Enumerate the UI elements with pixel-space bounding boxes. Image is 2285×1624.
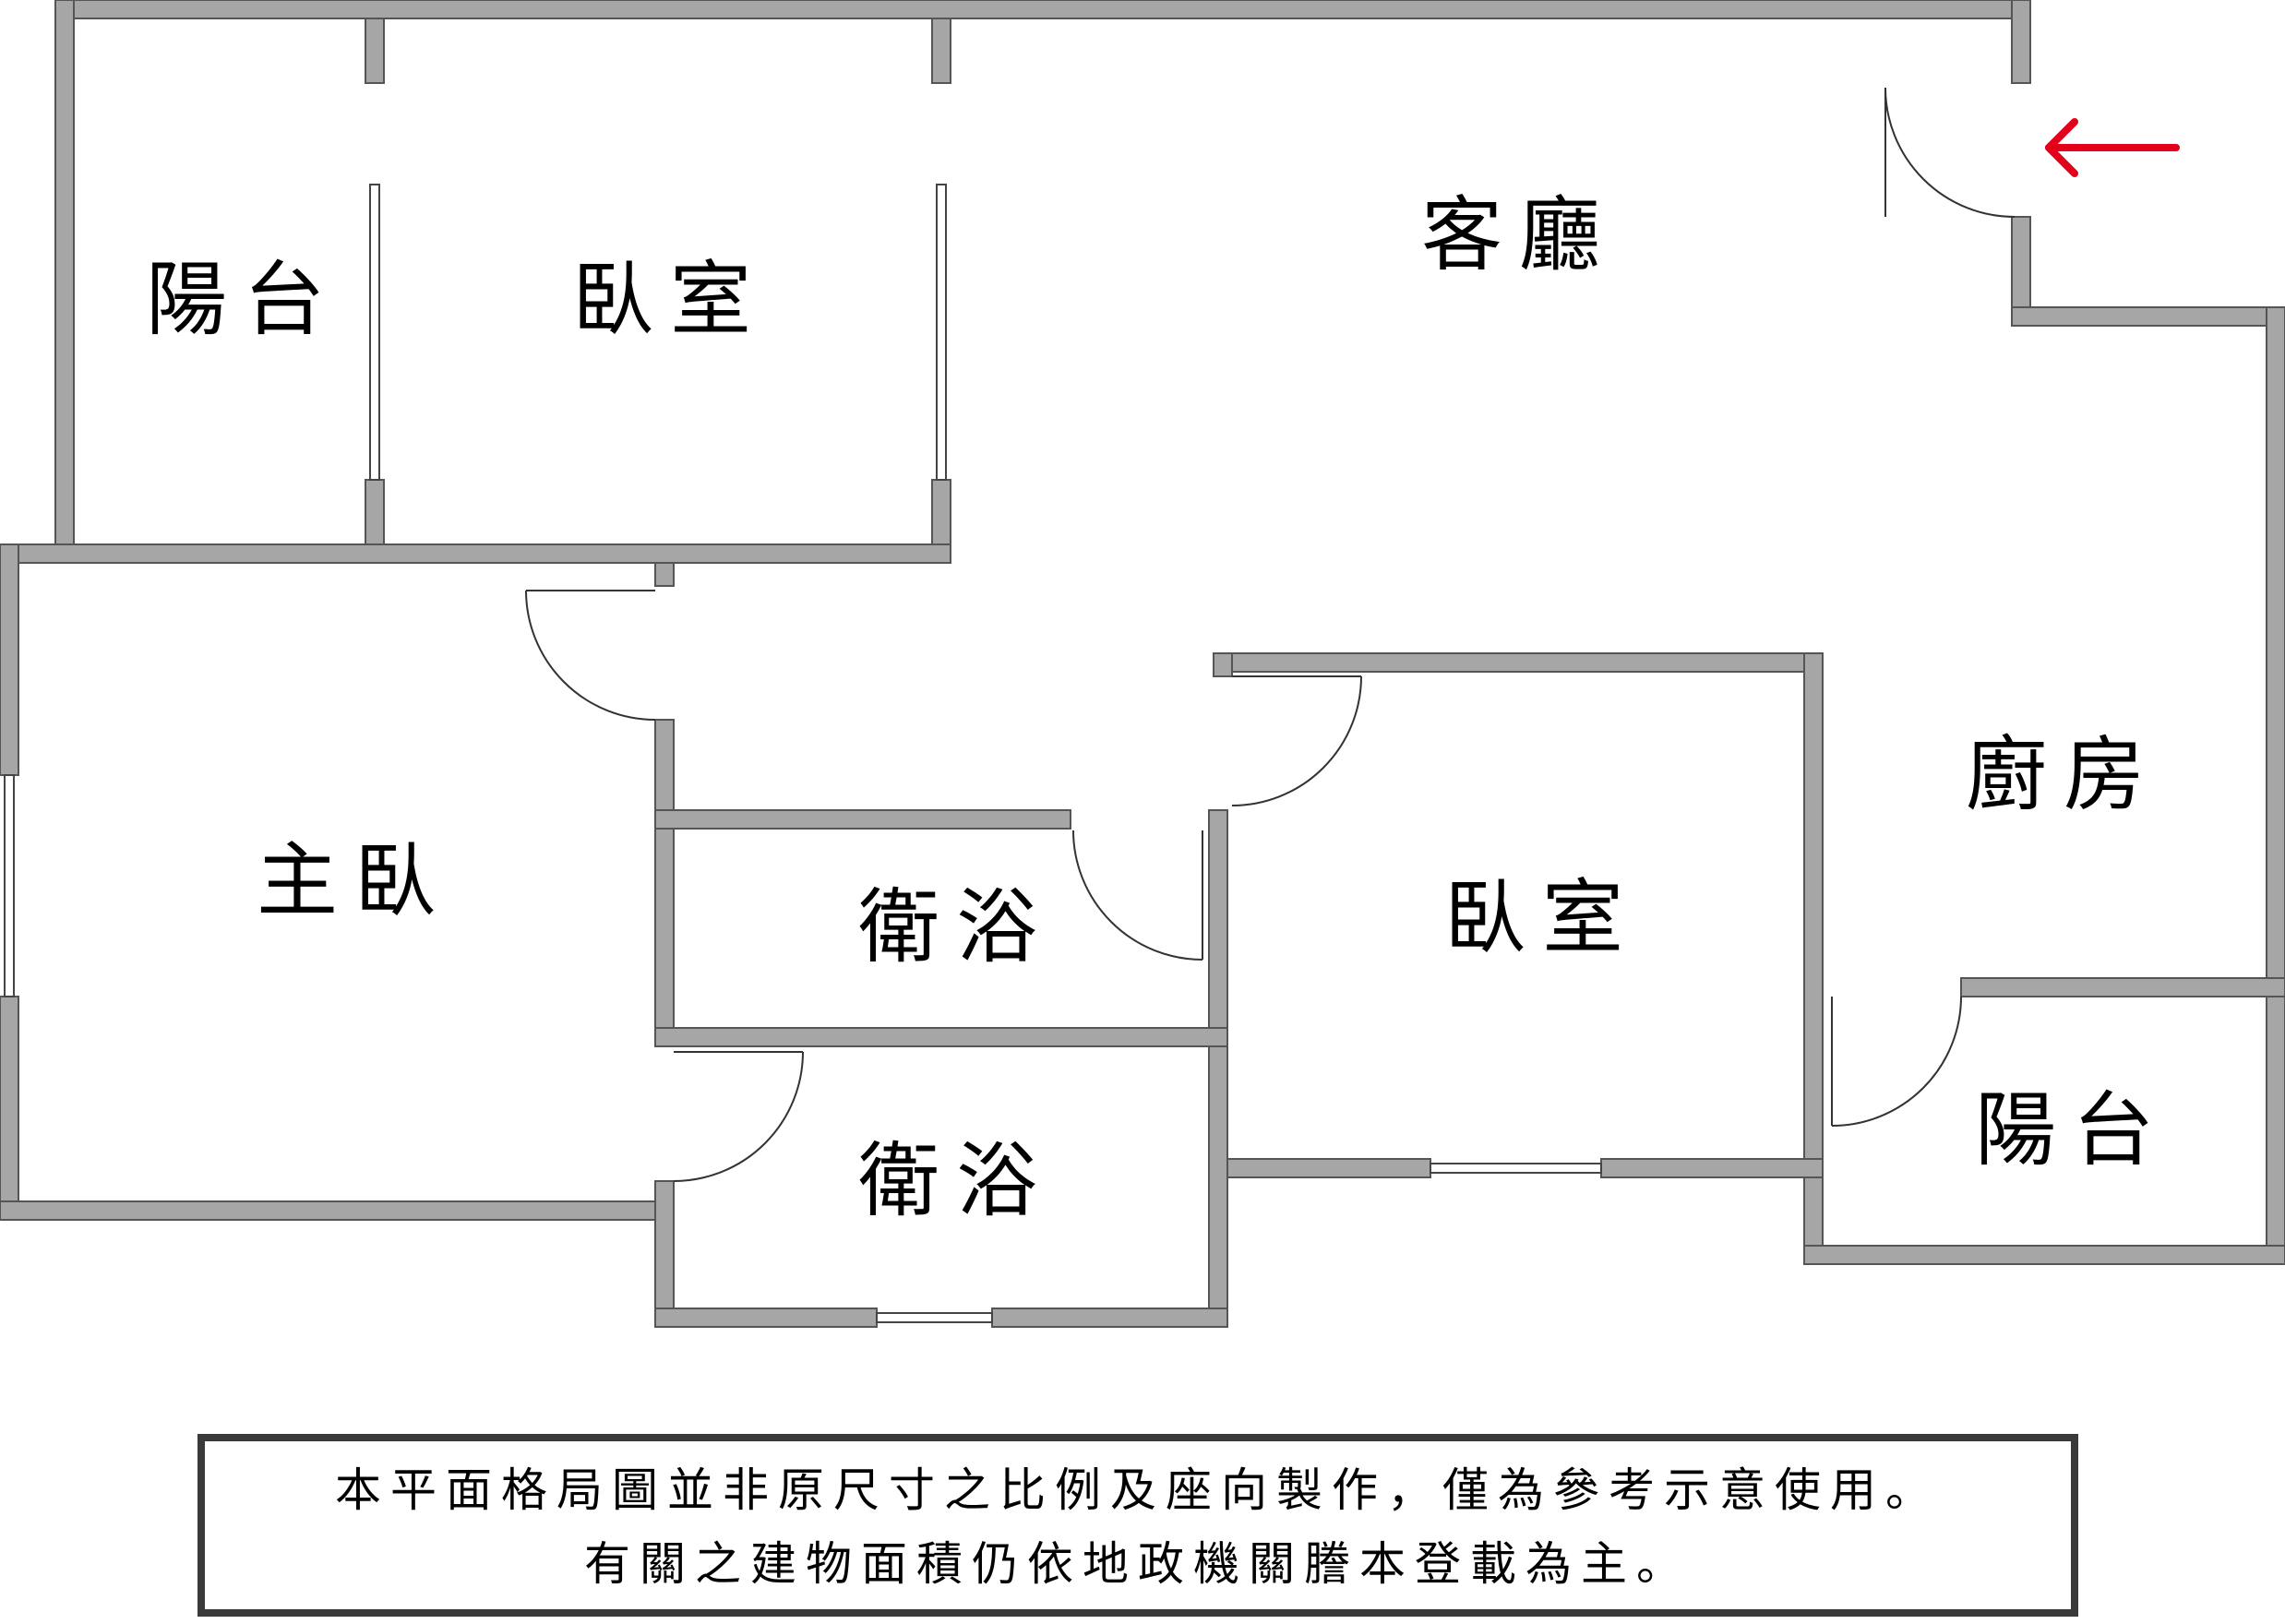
disclaimer-line-1: 本平面格局圖並非原尺寸之比例及座向製作，僅為參考示意使用。 [335, 1463, 1941, 1517]
door-bedroom-mid-swing [1231, 675, 1362, 806]
wall-balcony-left [54, 0, 75, 555]
room-label-living: 客廳 [1421, 187, 1617, 282]
wall-bath-upper-right [1208, 809, 1228, 1328]
window-bedroom-living [936, 184, 947, 481]
wall-between-baths [654, 1027, 1228, 1047]
wall-balcony-right-top [1960, 977, 2285, 997]
door-balcony-right-swing [1831, 996, 1962, 1127]
wall-master-left-upper [0, 543, 19, 776]
room-label-master-bedroom: 主臥 [257, 833, 452, 928]
wall-master-left-lower [0, 996, 19, 1219]
room-label-bath-lower: 衛浴 [858, 1133, 1054, 1228]
wall-master-right-lower [654, 719, 675, 1044]
room-label-bedroom-top: 臥室 [572, 252, 768, 347]
wall-bedroom-right-upper [931, 18, 951, 84]
disclaimer-box [197, 1434, 2078, 1617]
window-bath-lower [876, 1312, 993, 1323]
wall-balcony-bedroom-upper [365, 18, 385, 84]
wall-master-bottom [0, 1200, 670, 1221]
wall-bedroom-mid-bottom-right [1600, 1158, 1824, 1178]
wall-bedroom-mid-top [1213, 652, 1824, 673]
wall-balcony-right-bottom [1803, 1245, 2285, 1265]
room-label-bedroom-mid: 臥室 [1444, 870, 1640, 965]
window-master-left [4, 774, 15, 997]
door-entrance-swing [1884, 87, 2016, 218]
door-bath-lower-swing [673, 1051, 804, 1182]
wall-bedroom-mid-bottom-left [1226, 1158, 1431, 1178]
room-labels: 陽台 臥室 客廳 主臥 衛浴 衛浴 臥室 廚房 陽台 [146, 187, 2171, 1228]
windows [4, 184, 1602, 1323]
wall-top [54, 0, 2031, 19]
wall-master-right-upper [654, 562, 675, 587]
wall-step-horizontal [2011, 306, 2285, 327]
disclaimer-line-2: 有關之建物面積仍依地政機關謄本登載為主。 [584, 1537, 1692, 1591]
wall-bath-lower-bottom-left [654, 1308, 878, 1328]
wall-entrance-upper [2011, 0, 2031, 84]
window-balcony-bedroom [369, 184, 380, 481]
room-label-bath-upper: 衛浴 [858, 879, 1054, 974]
room-label-kitchen: 廚房 [1966, 727, 2161, 822]
wall-bedroom-mid-top-stub [1213, 652, 1233, 677]
red-arrow-left-icon [2045, 118, 2180, 177]
wall-bath-upper-top [654, 809, 1071, 830]
room-label-balcony-top: 陽台 [146, 252, 341, 347]
walls [0, 0, 2285, 1328]
door-bath-upper-swing [1072, 830, 1203, 961]
doors [525, 87, 2016, 1182]
wall-right [2266, 306, 2285, 1265]
wall-bath-lower-bottom-right [991, 1308, 1228, 1328]
door-master-swing [525, 590, 656, 721]
wall-balcony-bedroom-lower [365, 479, 385, 545]
wall-bath-lower-left [654, 1180, 675, 1328]
window-bedroom-mid [1430, 1163, 1602, 1174]
wall-top-rooms-bottom [0, 543, 951, 564]
room-label-balcony-right: 陽台 [1975, 1082, 2171, 1177]
